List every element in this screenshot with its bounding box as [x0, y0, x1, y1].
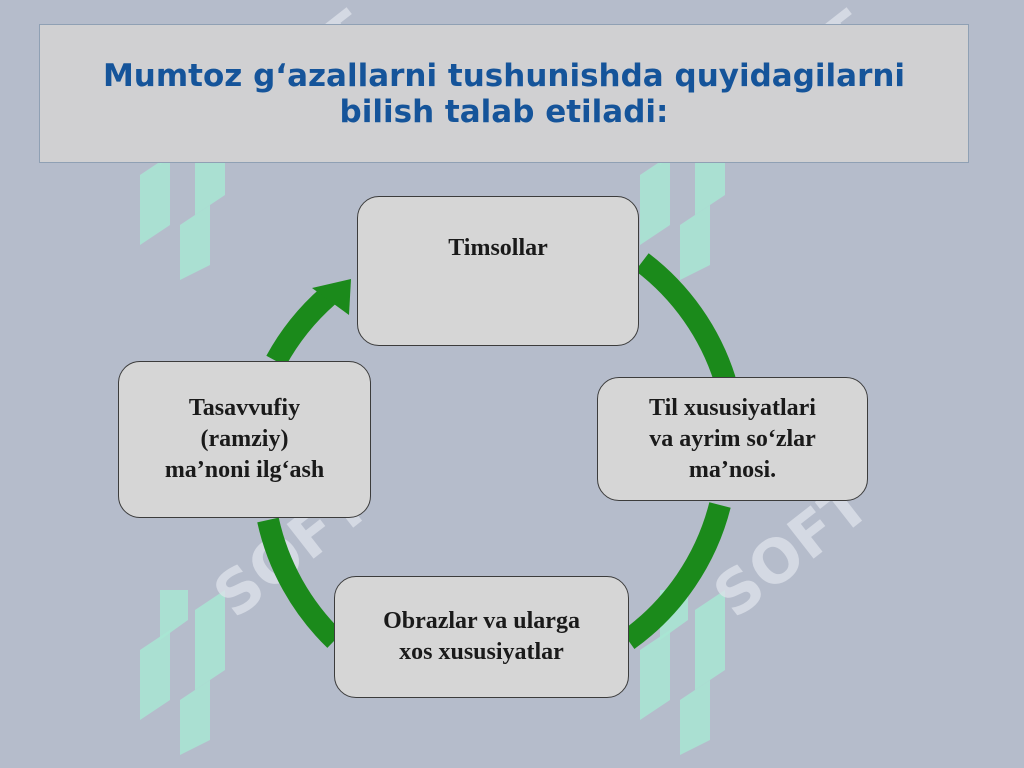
title-line-1: Mumtoz g‘azallarni tushunishda quyidagil…: [102, 57, 906, 94]
node-timsollar: Timsollar: [357, 196, 639, 346]
node-label-line: Tasavvufiy: [188, 395, 301, 421]
arc-left-top: [266, 287, 336, 367]
title-line-2: bilish talab etiladi:: [339, 93, 669, 130]
node-label-line: va ayrim so‘zlar: [649, 425, 816, 452]
arrowhead-icon: [312, 279, 351, 315]
node-obrazlar: Obrazlar va ularga xos xususiyatlar: [334, 576, 629, 698]
node-til-xususiyatlari: Til xususiyatlari va ayrim so‘zlar ma’no…: [597, 377, 868, 501]
arc-bottom-left: [257, 517, 343, 648]
arc-right-bottom: [621, 502, 731, 649]
node-label-line: ma’noni ilg‘ash: [164, 457, 325, 483]
node-label-line: ma’nosi.: [688, 456, 777, 483]
page-title: Mumtoz g‘azallarni tushunishda quyidagil…: [54, 58, 954, 130]
node-label-line: (ramziy): [200, 426, 289, 452]
arc-top-right: [635, 253, 736, 384]
node-label-line: Til xususiyatlari: [649, 394, 816, 421]
node-label-line: xos xususiyatlar: [399, 639, 564, 665]
node-label-line: Obrazlar va ularga: [383, 608, 580, 634]
title-box: Mumtoz g‘azallarni tushunishda quyidagil…: [39, 24, 969, 163]
node-label: Timsollar: [448, 234, 548, 261]
node-tasavvufiy: Tasavvufiy (ramziy) ma’noni ilg‘ash: [118, 361, 371, 518]
